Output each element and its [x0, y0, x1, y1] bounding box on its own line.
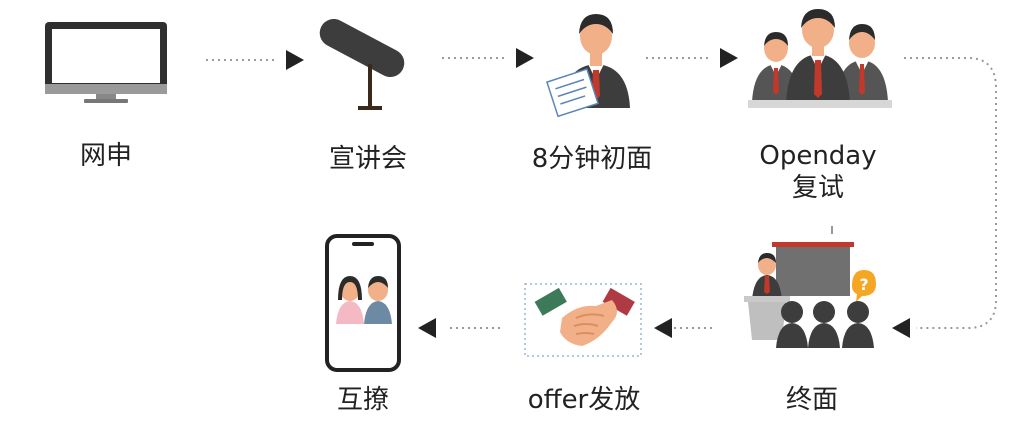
microphone-icon — [319, 18, 405, 110]
interviewer-icon — [546, 14, 630, 118]
presentation-icon: ? — [744, 226, 876, 348]
flow-arrow — [442, 48, 534, 68]
flow-arrow — [654, 318, 712, 338]
step-label-online: 网申 — [79, 141, 133, 171]
group-interview-icon — [748, 9, 892, 108]
step-label-first-interview: 8分钟初面 — [531, 144, 653, 174]
monitor-icon — [45, 22, 167, 103]
flow-arrow — [892, 57, 997, 338]
step-label-second-interview: 复试 — [791, 173, 845, 203]
step-label-offer: offer发放 — [527, 385, 641, 415]
flow-arrow — [418, 318, 500, 338]
flow-arrow — [206, 50, 304, 70]
flow-arrow — [646, 48, 738, 68]
step-label-chat: 互撩 — [336, 385, 390, 415]
svg-text:?: ? — [859, 275, 868, 294]
step-label-seminar: 宣讲会 — [328, 144, 408, 174]
handshake-icon — [524, 283, 642, 357]
step-label-final-interview: 终面 — [785, 385, 839, 415]
step-label-openday: Openday — [759, 141, 877, 171]
phone-chat-icon — [325, 234, 401, 372]
